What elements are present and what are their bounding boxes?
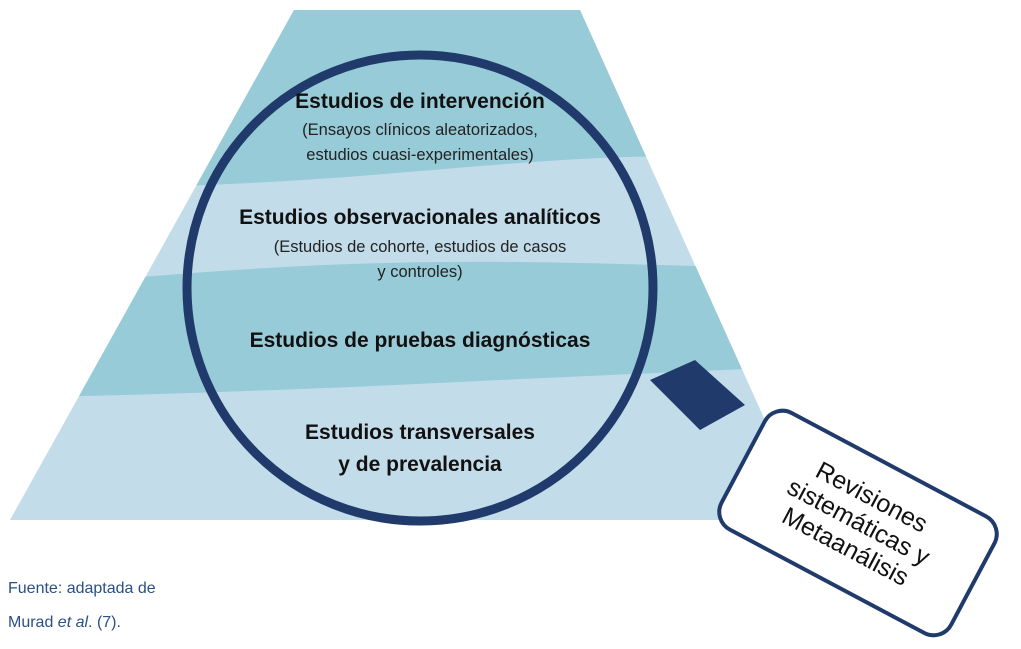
source-line1: Fuente: adaptada de [8, 580, 156, 597]
source-author: Murad [8, 614, 58, 631]
level-observational-title: Estudios observacionales analíticos [239, 206, 601, 229]
source-citation: . (7). [88, 614, 121, 631]
level-crosssectional-title-line1: Estudios transversales [305, 421, 535, 444]
level-observational-subtitle-line1: (Estudios de cohorte, estudios de casos [273, 238, 567, 256]
magnifier-label-box [717, 408, 999, 638]
level-intervention-title: Estudios de intervención [295, 90, 545, 113]
level-diagnostic-title: Estudios de pruebas diagnósticas [249, 329, 591, 352]
level-crosssectional-title-line2: y de prevalencia [338, 453, 502, 476]
level-intervention-subtitle-line1: (Ensayos clínicos aleatorizados, [302, 121, 538, 139]
source-et-al: et al [57, 614, 89, 631]
magnifier-handle [650, 360, 745, 430]
source-line2: Murad et al. (7). [8, 614, 121, 632]
level-observational-subtitle-line2: y controles) [377, 263, 463, 281]
level-intervention-subtitle-line2: estudios cuasi-experimentales) [306, 146, 534, 164]
magnifier-lens [182, 50, 658, 526]
